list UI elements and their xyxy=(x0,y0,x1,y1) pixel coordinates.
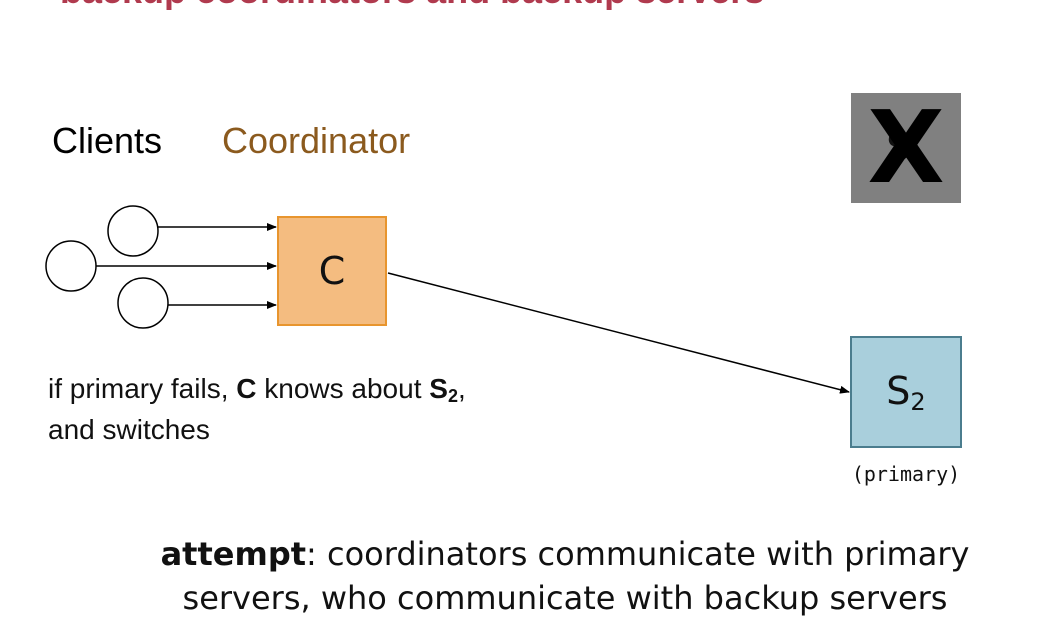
clients-label: Clients xyxy=(52,120,163,161)
client-circle-left xyxy=(45,240,97,292)
server1-label: S1 xyxy=(886,124,926,172)
failover-note: if primary fails, C knows about S2, and … xyxy=(48,373,466,445)
coordinator-node-label: C xyxy=(318,249,346,293)
server2-label: S2 xyxy=(886,368,926,416)
client-circle-bottom xyxy=(117,277,169,329)
server1-node-failed: S1 X xyxy=(851,93,961,203)
server2-node: S2 xyxy=(850,336,962,448)
client-circle-top xyxy=(107,205,159,257)
coordinator-node: C xyxy=(277,216,387,326)
coordinator-label: Coordinator xyxy=(222,120,411,161)
coordinator-to-s2-arrow xyxy=(387,272,850,394)
attempt-caption: attempt: coordinators communicate with p… xyxy=(160,535,970,617)
failed-x-icon: X xyxy=(867,89,945,206)
primary-tag: (primary) xyxy=(851,462,961,486)
slide-title-fragment: backup coordinators and backup servers xyxy=(60,0,1060,10)
